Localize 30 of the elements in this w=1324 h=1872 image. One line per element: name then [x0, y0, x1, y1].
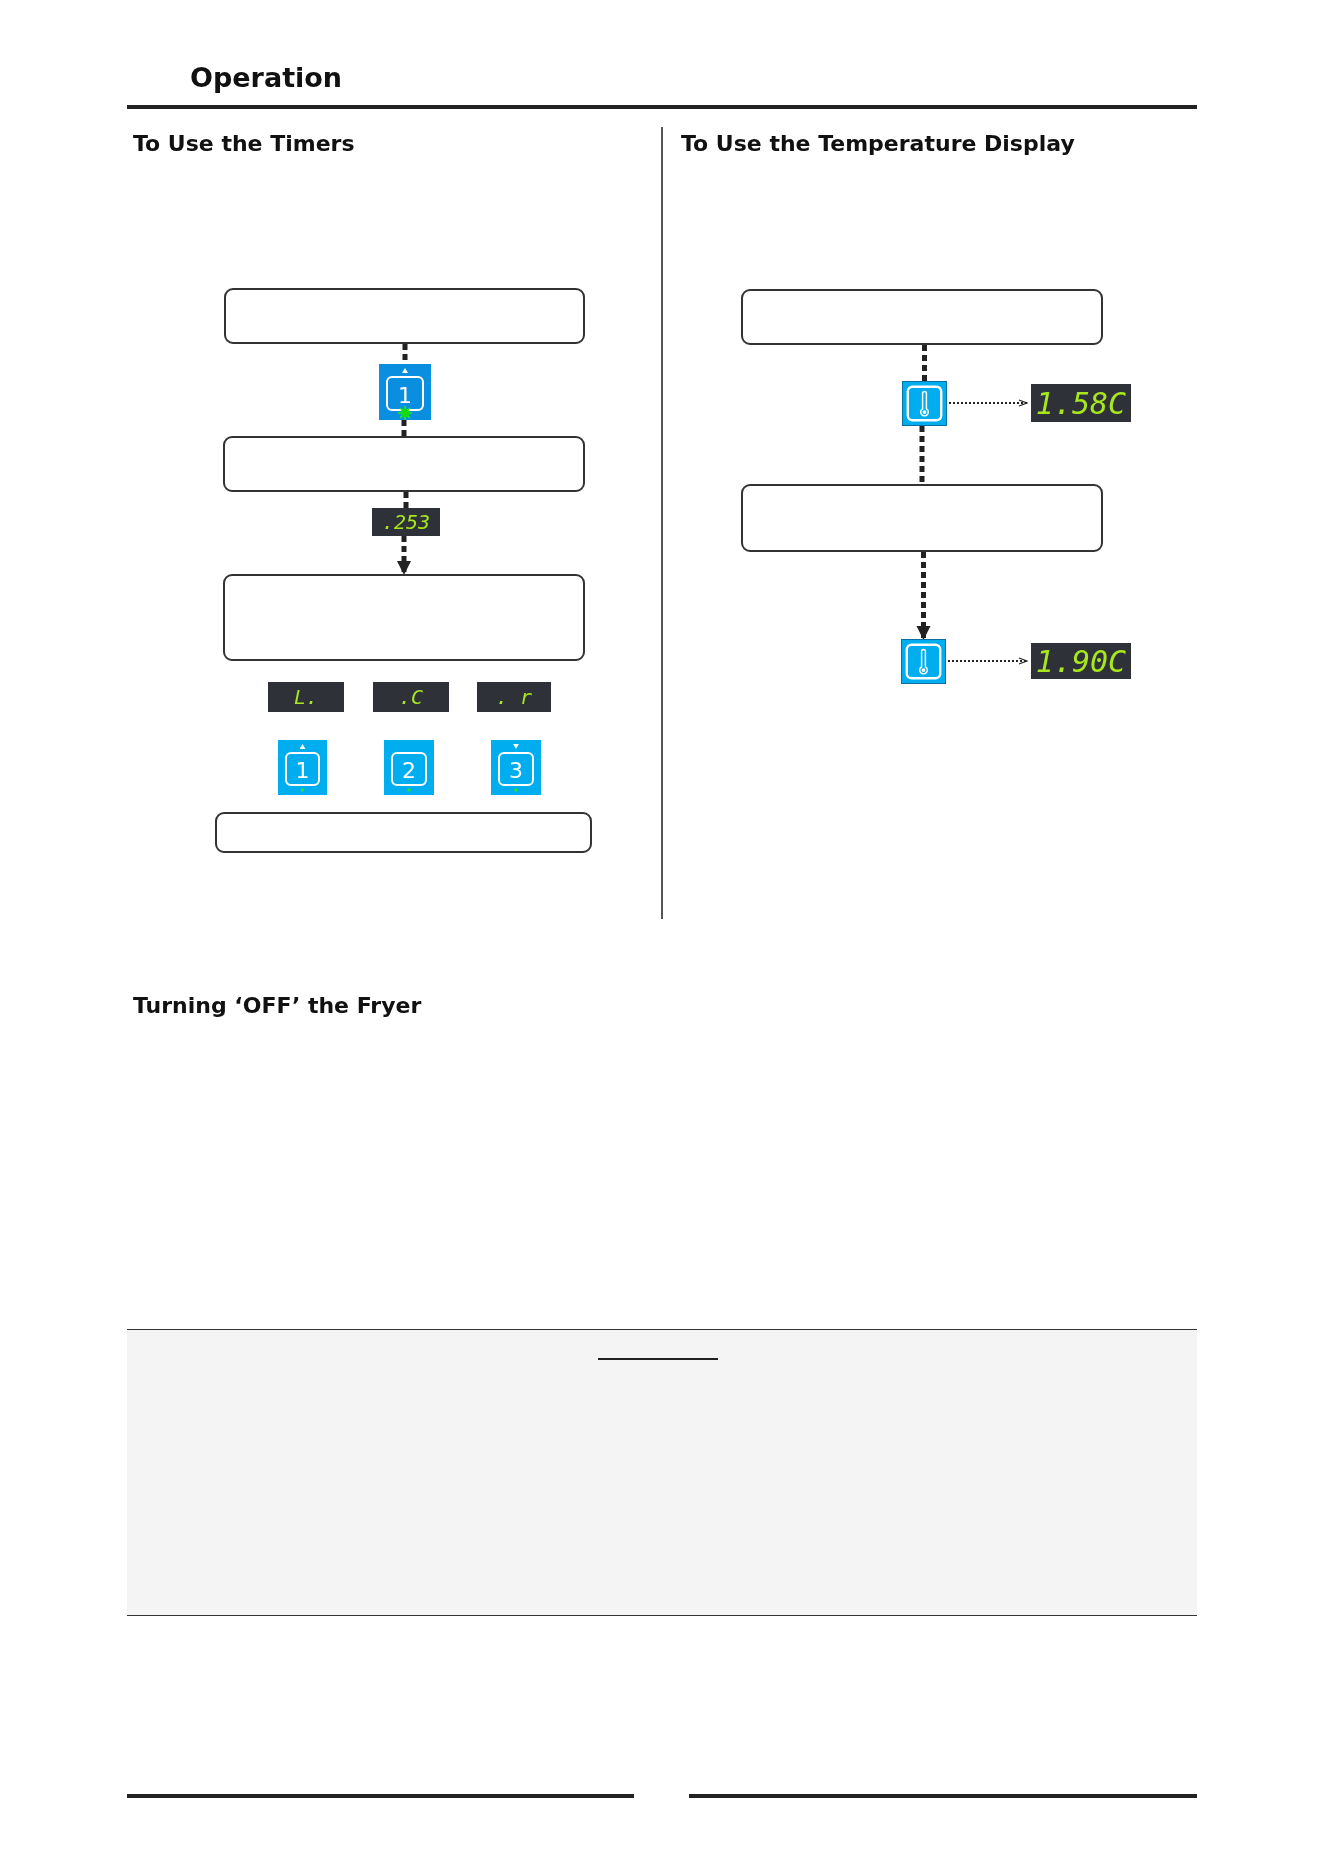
section-heading: Turning ‘OFF’ the Fryer — [133, 993, 422, 1018]
number-button: 1 — [379, 364, 431, 420]
number-button: 3 — [491, 740, 541, 795]
step-box — [223, 436, 585, 492]
thermometer-button — [901, 639, 946, 684]
step-box — [224, 288, 585, 344]
arrow — [397, 536, 411, 575]
step-box — [223, 574, 585, 661]
led-display: 1.90C — [1031, 643, 1131, 679]
step-box — [215, 812, 592, 853]
connector-line — [403, 492, 409, 508]
step-box — [741, 289, 1103, 345]
page-title: Operation — [190, 62, 343, 93]
led-display: .253 — [372, 508, 440, 536]
section-heading: To Use the Temperature Display — [681, 131, 1075, 156]
connector-line — [919, 426, 925, 484]
number-button: 2 — [384, 740, 434, 795]
thermometer-button — [902, 381, 947, 426]
arrow — [948, 399, 1028, 407]
arrow — [916, 552, 931, 640]
led-display: .C — [373, 682, 449, 712]
section-heading: To Use the Timers — [133, 131, 355, 156]
connector-line — [922, 345, 927, 381]
arrow — [947, 657, 1028, 665]
number-button: 1 — [278, 740, 327, 795]
led-display: L. — [268, 682, 344, 712]
step-box — [741, 484, 1103, 552]
led-display: 1.58C — [1031, 384, 1131, 422]
led-display: . r — [477, 682, 551, 712]
connector-line — [401, 420, 407, 436]
